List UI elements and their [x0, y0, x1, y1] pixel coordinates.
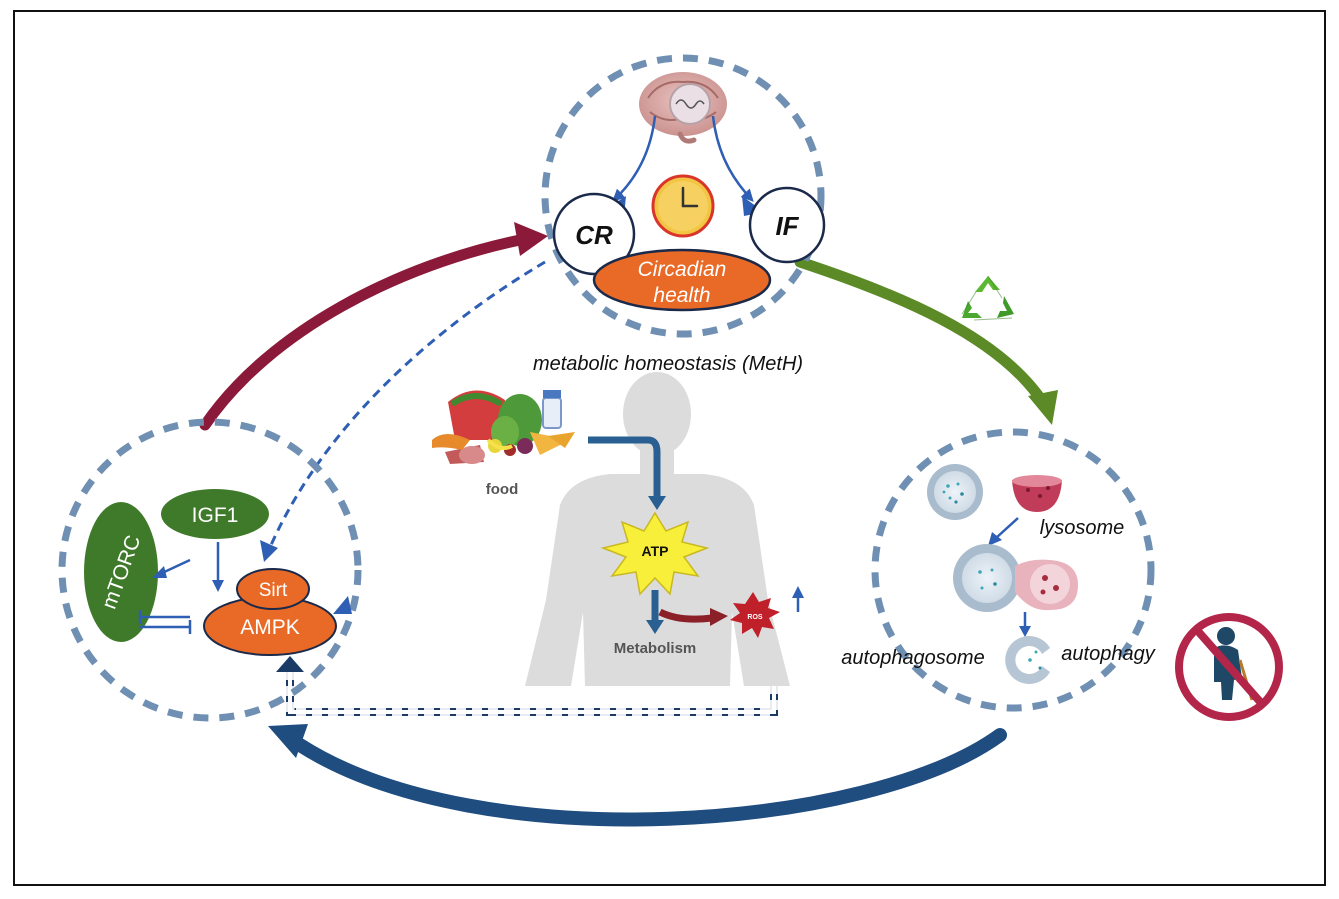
- dashed-arrow-cr-to-ampk-head: [260, 540, 278, 562]
- arrow-igf1-to-ampk-head: [212, 580, 224, 592]
- autophagosome-icon: [953, 544, 1078, 612]
- arrow-lysosome-to-fusion-head: [988, 532, 1002, 546]
- arrow-metabolism-to-ros-head: [710, 608, 728, 626]
- arrow-if-to-autophagy-head: [1028, 390, 1058, 425]
- dashed-arrow-cr-to-ampk: [266, 260, 546, 553]
- figure-border: [13, 10, 1326, 886]
- arrow-autophagy-to-ampk-head: [268, 724, 308, 758]
- arrow-food-to-atp: [588, 436, 661, 498]
- food-icon: [432, 390, 575, 464]
- sirt-label: Sirt: [259, 580, 288, 601]
- atp-label: ATP: [642, 543, 669, 559]
- arrow-brain-to-if: [711, 115, 754, 202]
- recycle-icon: [961, 275, 1014, 321]
- autophagy-dashed-circle: [871, 428, 1155, 712]
- arrow-igf1-to-mtorc-head: [152, 566, 167, 578]
- arrow-if-to-autophagy: [794, 256, 1046, 404]
- arrow-autophagy-to-ampk: [293, 728, 1007, 827]
- if-node: [748, 186, 826, 264]
- meth-dashed-circle: [541, 54, 825, 338]
- arrow-fusion-to-autophagy-head: [1019, 626, 1031, 637]
- atp-starburst: [600, 511, 710, 596]
- lysosome-icon: [1012, 475, 1062, 512]
- autophagosome-label: autophagosome: [841, 647, 984, 669]
- ros-feedback-dashes: [285, 652, 779, 717]
- ros-up-arrow-head: [792, 586, 804, 598]
- no-elderly-icon: [1175, 613, 1283, 721]
- circadian-label-line2: health: [653, 284, 710, 307]
- lysosome-label: lysosome: [1040, 517, 1124, 539]
- sirt-node: [236, 568, 310, 610]
- igf1-label: IGF1: [192, 504, 239, 527]
- cr-label: CR: [575, 220, 613, 250]
- cell-icon: [927, 464, 983, 520]
- clock-icon: [651, 174, 715, 238]
- circadian-label-line1: Circadian: [638, 258, 727, 281]
- signaling-dashed-circle: [58, 418, 362, 722]
- ros-burst: [730, 592, 780, 638]
- cr-node: [552, 192, 636, 276]
- arrow-brain-to-cr: [612, 115, 657, 202]
- metabolism-label: Metabolism: [614, 640, 697, 657]
- ros-label: ROS: [747, 614, 763, 621]
- brain-icon: [639, 72, 727, 144]
- if-label: IF: [775, 211, 799, 241]
- ros-feedback-head: [276, 656, 304, 672]
- ampk-label: AMPK: [240, 616, 300, 639]
- mtorc-node: [84, 502, 158, 642]
- arrow-left-to-cr: [199, 234, 526, 431]
- autolysosome-icon: [1005, 636, 1050, 684]
- meth-label: metabolic homeostasis (MetH): [533, 353, 803, 375]
- arrow-food-to-atp-head: [648, 496, 666, 510]
- igf1-node: [161, 489, 269, 539]
- arrow-lysosome-to-fusion: [995, 517, 1019, 539]
- food-label: food: [486, 481, 518, 498]
- sirt-ampk-activation-head: [333, 596, 352, 614]
- arrow-left-to-cr-head: [514, 222, 548, 256]
- arrow-atp-to-metabolism-head: [646, 620, 664, 634]
- arrow-metabolism-to-ros: [658, 608, 713, 623]
- autophagy-label: autophagy: [1061, 643, 1155, 665]
- circadian-health-node: [592, 248, 772, 312]
